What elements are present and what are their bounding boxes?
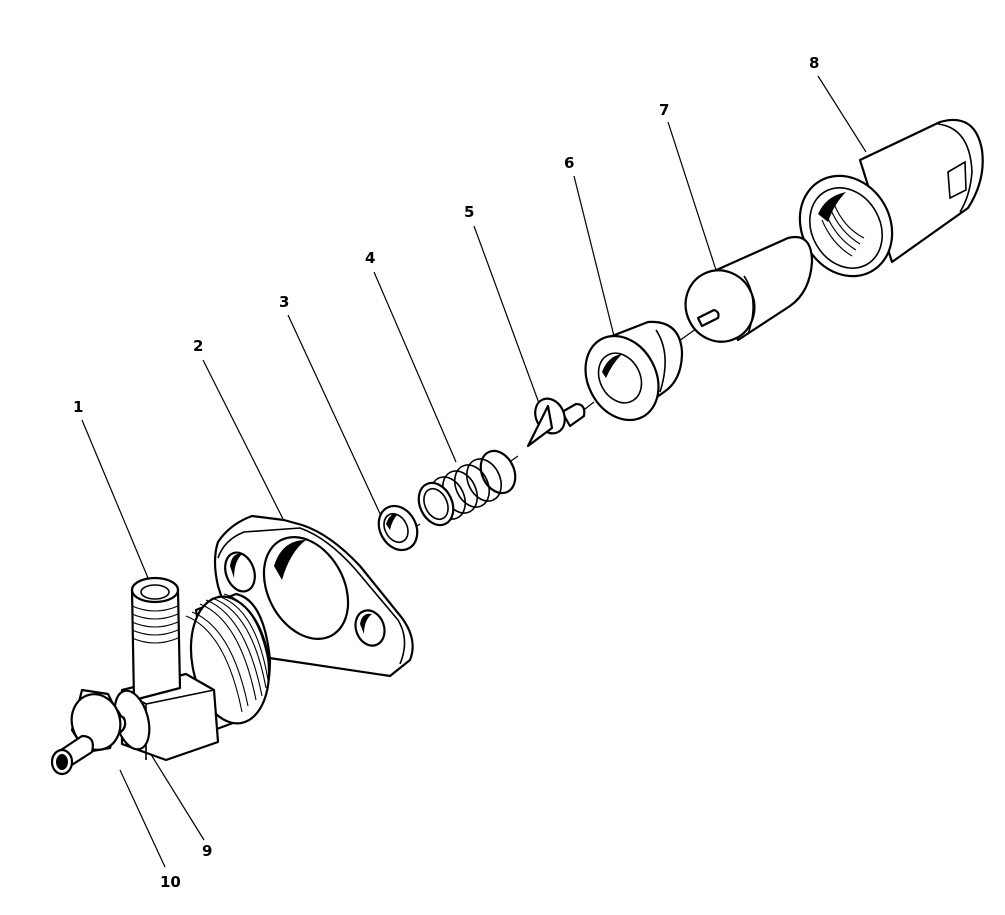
callout-10: 10 — [160, 873, 181, 891]
part-4-spring — [417, 449, 517, 527]
callout-3: 3 — [279, 293, 289, 311]
leader-lines — [81, 75, 867, 868]
part-8-cap-nut — [798, 118, 984, 278]
part-7-plunger — [684, 235, 814, 343]
callout-6: 6 — [564, 154, 574, 172]
callout-5: 5 — [464, 203, 474, 221]
callout-4: 4 — [365, 249, 375, 267]
callout-7: 7 — [659, 101, 669, 119]
callout-2: 2 — [193, 337, 203, 355]
part-6-valve-seat — [584, 320, 684, 422]
callout-1: 1 — [73, 398, 83, 416]
callout-8: 8 — [809, 54, 819, 72]
part-9-10-fittings — [50, 688, 151, 776]
part-3-washer — [377, 504, 419, 552]
part-5-poppet — [526, 397, 586, 448]
callout-labels: 1 2 3 4 5 6 7 8 9 10 — [73, 54, 819, 891]
callout-9: 9 — [202, 842, 212, 860]
